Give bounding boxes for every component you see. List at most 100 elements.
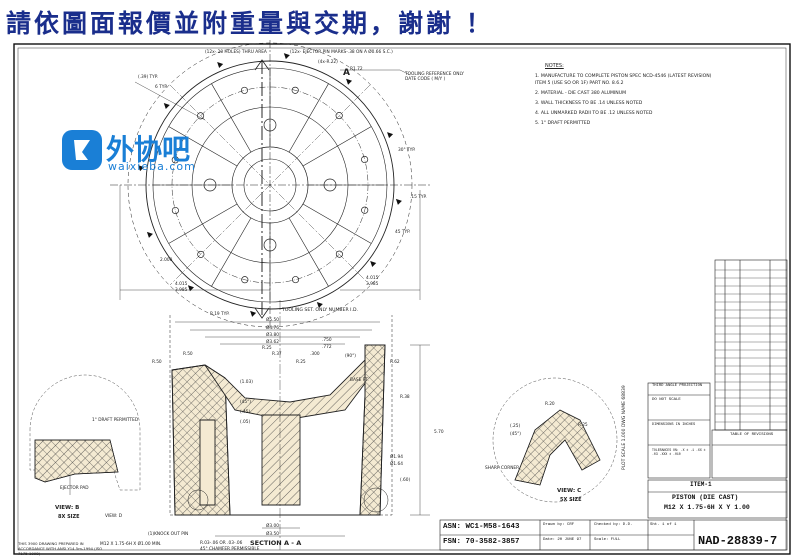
view-c-label: R.25 <box>578 423 588 428</box>
dimension-arrow <box>283 53 290 60</box>
pin-hole <box>171 156 179 164</box>
tb-drawing-number: NAD-28839-7 <box>698 534 778 548</box>
tb-revisions: TABLE OF REVISIONS <box>730 433 774 437</box>
tb-do-not-scale: DO NOT SCALE <box>652 398 681 402</box>
pin-hole <box>240 86 249 94</box>
tb-date: Date: 20 JUNE 97 <box>543 538 582 542</box>
tb-checked-by: Checked by: D.D. <box>594 523 633 527</box>
view-c-title: VIEW: C <box>557 488 582 494</box>
sec-label: R.03-.06 OR .03-.06 <box>200 541 243 546</box>
dimension-arrow <box>217 61 224 68</box>
sec-label: R.25 <box>296 360 306 365</box>
sec-label: (.60) <box>400 478 411 483</box>
watermark-logo: 外协吧 waixieba.com <box>62 128 232 176</box>
view-c-label: R.20 <box>545 402 555 407</box>
pin-hole <box>291 276 300 284</box>
sec-label: Ø1.94 <box>390 455 403 460</box>
banner-title: 請依圖面報價並附重量與交期，謝謝 ！ <box>6 9 494 38</box>
rib-line <box>302 126 372 167</box>
dim-4015: 4.015 <box>175 282 188 287</box>
dim-3985: 3.985 <box>175 288 188 293</box>
callout-ejector: (12x- EJECTOR PIN MARKS-.38 ON A Ø0.66 S… <box>290 50 393 55</box>
dimension-arrow <box>187 285 194 292</box>
tb-drawn-by: Drawn by: CRF <box>543 523 575 527</box>
sec-label: .772 <box>322 345 332 350</box>
sec-label: (.05) <box>240 420 251 425</box>
sec-label: 1° DRAFT PERMITTED <box>92 418 139 423</box>
sec-label: Ø1.64 <box>390 462 403 467</box>
dimension-arrow <box>316 302 323 309</box>
dim-4015-b: 4.015 <box>366 276 379 281</box>
callout-radius: (4x-R.22) <box>318 60 338 65</box>
title-block <box>439 259 788 551</box>
dim-dia-362: Ø3.62 <box>266 340 279 345</box>
sec-label: VIEW: D <box>105 514 123 519</box>
pin-hole <box>197 250 205 258</box>
dimension-arrow <box>370 261 377 268</box>
boss-hole <box>203 178 217 192</box>
sec-label: (90°) <box>345 354 356 359</box>
rib-line <box>168 203 238 244</box>
view-b-title: VIEW: B <box>55 505 80 511</box>
dim-2000: 2.000 <box>160 258 173 263</box>
view-c-label: SHARP CORNER <box>485 466 520 471</box>
rib-line <box>168 126 238 167</box>
rib-line <box>211 83 252 153</box>
footer-note: THIS 3900 DRAWING PREPARED IN ACCORDANCE… <box>18 541 103 556</box>
sec-label: Ø3.00 <box>266 524 279 529</box>
watermark-url: waixieba.com <box>108 160 196 173</box>
callout-6typ: 6 TYP. <box>155 85 168 90</box>
drawing-notes: NOTES: 1. MANUFACTURE TO COMPLETE PISTON… <box>535 63 715 130</box>
callout-30deg: 30° TYP. <box>398 148 416 153</box>
callout-45typ: 45 TYP. <box>395 230 411 235</box>
tb-scale: Scale: FULL <box>594 538 621 542</box>
rib-line <box>288 83 329 153</box>
callout-tooling-ref: TOOLING REFERENCE ONLY DATE CODE ( M/Y ) <box>405 72 464 82</box>
rib-line <box>211 217 252 287</box>
sec-label: 5.70 <box>434 430 444 435</box>
dimension-arrow <box>395 198 402 205</box>
tb-third-angle: THIRD ANGLE PROJECTION <box>652 384 703 388</box>
dimension-arrow <box>146 231 153 238</box>
pin-hole <box>361 155 369 164</box>
view-c-label: (45°) <box>510 432 521 437</box>
pin-hole <box>171 206 179 215</box>
watermark-mark-icon <box>62 130 102 170</box>
section-title: SECTION A - A <box>250 539 302 547</box>
tb-tolerances: TOLERANCES ON: .X ± .1 .XX ± .03 .XXX ± … <box>652 448 706 456</box>
dim-dia-476: Ø4.76 <box>266 326 279 331</box>
sec-label: M12 X 1.75-6H X Ø1.00 MIN. <box>100 542 162 547</box>
dimension-arrow <box>163 102 170 109</box>
view-c-detail <box>492 377 618 503</box>
callout-r172: R1.72 <box>350 67 363 72</box>
view-c-scale: 5X SIZE <box>560 497 582 503</box>
watermark-brand: 外协吧 <box>106 133 191 166</box>
tooling-note: TOOLING SET. ONLY NUMBER I.D. <box>282 308 358 313</box>
tb-company: PISTON (DIE CAST) <box>672 494 739 501</box>
note-item: 2. MATERIAL - DIE CAST 380 ALUMINUM <box>535 91 627 96</box>
pin-hole <box>335 250 343 258</box>
sec-label: 45° CHAMFER PERMISSIBLE <box>200 547 260 552</box>
view-b-label: EJECTOR PAD <box>60 486 89 491</box>
dimension-arrow <box>250 310 257 317</box>
sec-label: (1)KNOCK OUT PIN <box>148 532 189 537</box>
view-c-label: (.25) <box>510 424 521 429</box>
sec-label: R.62 <box>390 360 400 365</box>
tb-sheet: Sht. 1 of 1 <box>650 523 677 527</box>
sec-label: .300 <box>310 352 320 357</box>
sec-label: R.37 <box>272 352 282 357</box>
pin-hole <box>335 112 343 120</box>
rib-line <box>302 203 372 244</box>
sec-label: R.25 <box>262 346 272 351</box>
pin-hole <box>241 276 249 284</box>
tb-dims-inches: DIMENSIONS IN INCHES <box>652 423 696 427</box>
pin-hole <box>291 86 299 94</box>
tb-part-desc: M12 X 1.75-6H X Y 1.00 <box>664 504 750 511</box>
callout-39-typ: (.39) TYP. <box>138 75 159 80</box>
dim-dia-380: Ø3.80 <box>266 333 279 338</box>
dim-r19: R.19 TYP. <box>210 312 230 317</box>
sec-label: R.50 <box>183 352 193 357</box>
note-item: 5. 1° DRAFT PERMITTED <box>535 121 591 126</box>
callout-15typ: .15 TYP. <box>410 195 427 200</box>
top-view <box>110 40 430 330</box>
